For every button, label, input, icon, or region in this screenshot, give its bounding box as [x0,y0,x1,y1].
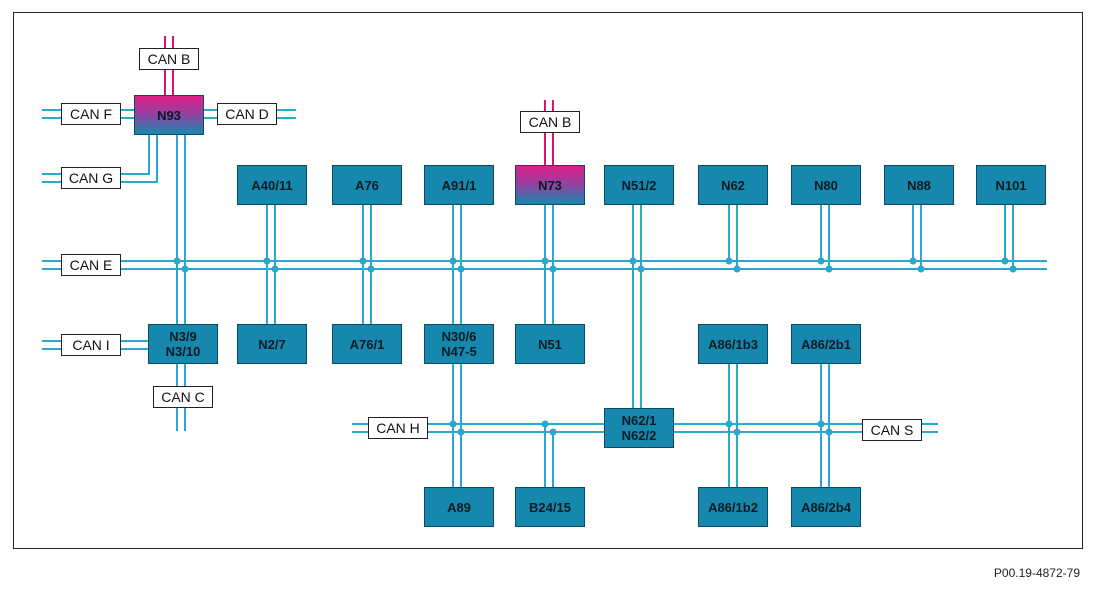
can-g-label: CAN G [61,167,121,189]
module-a86-1b3: A86/1b3 [698,324,768,364]
module-n3-9-n3-10: N3/9 N3/10 [148,324,218,364]
module-n101: N101 [976,165,1046,205]
module-a86-1b2: A86/1b2 [698,487,768,527]
module-b24-15: B24/15 [515,487,585,527]
module-n80: N80 [791,165,861,205]
module-n51: N51 [515,324,585,364]
can-b-label: CAN B [139,48,199,70]
can-e-label: CAN E [61,254,121,276]
module-a91-1: A91/1 [424,165,494,205]
module-a86-2b1: A86/2b1 [791,324,861,364]
module-n62: N62 [698,165,768,205]
module-n51-2: N51/2 [604,165,674,205]
module-a76: A76 [332,165,402,205]
can-d-label: CAN D [217,103,277,125]
diagram-frame [13,12,1083,549]
can-s-label: CAN S [862,419,922,441]
can-h-label: CAN H [368,417,428,439]
can-f-label: CAN F [61,103,121,125]
module-n62-1-n62-2: N62/1 N62/2 [604,408,674,448]
module-a76-1: A76/1 [332,324,402,364]
can-c-label: CAN C [153,386,213,408]
module-a40-11: A40/11 [237,165,307,205]
module-n88: N88 [884,165,954,205]
can-i-label: CAN I [61,334,121,356]
module-n73: N73 [515,165,585,205]
module-n93: N93 [134,95,204,135]
module-a89: A89 [424,487,494,527]
can-b-n73-label: CAN B [520,111,580,133]
module-n30-6-n47-5: N30/6 N47-5 [424,324,494,364]
module-n2-7: N2/7 [237,324,307,364]
module-a86-2b4: A86/2b4 [791,487,861,527]
figure-id: P00.19-4872-79 [993,566,1080,580]
